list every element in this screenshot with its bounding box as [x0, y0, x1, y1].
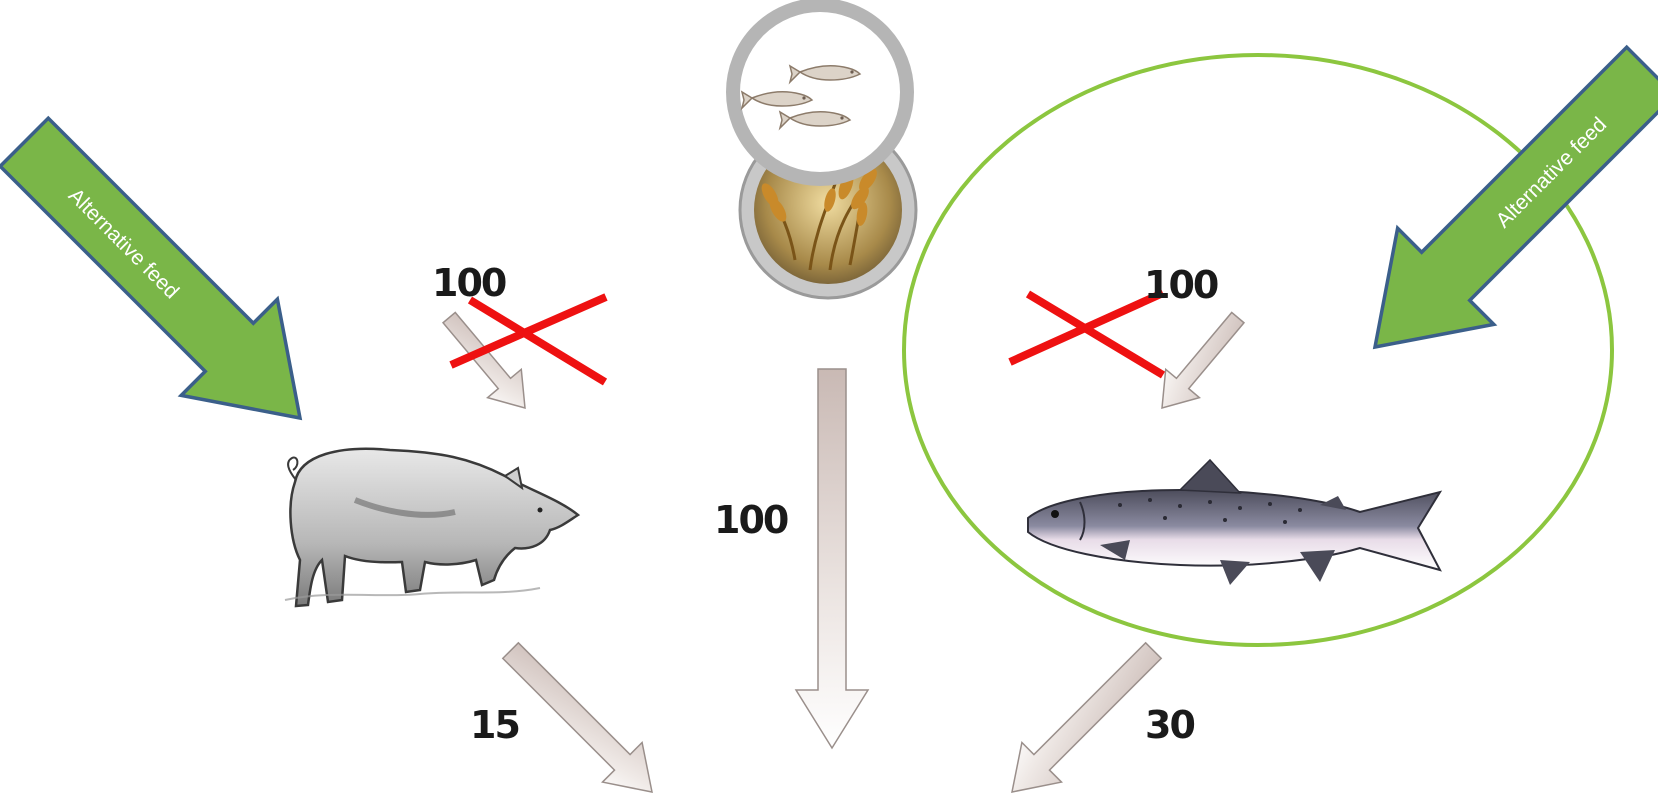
- alt-feed-arrow-right: Alternative feed: [1327, 23, 1658, 395]
- fish-output-value: 30: [1145, 703, 1194, 747]
- feed-direct-arrow: [796, 369, 868, 748]
- feed-to-pig-arrow: [432, 303, 542, 422]
- feed-to-fish-value: 100: [1144, 263, 1218, 307]
- feed-direct-value: 100: [714, 498, 788, 542]
- small-fish-icon: [733, 5, 907, 179]
- pig-output-value: 15: [470, 703, 519, 747]
- alt-feed-arrow-left: Alternative feed: [0, 94, 348, 466]
- cross-icon: [1010, 293, 1163, 375]
- salmon-icon: [1028, 460, 1440, 585]
- feed-to-fish-arrow: [1145, 303, 1255, 422]
- pig-icon: [285, 449, 578, 606]
- feed-to-pig-value: 100: [432, 261, 506, 305]
- feed-source-group: [733, 5, 916, 298]
